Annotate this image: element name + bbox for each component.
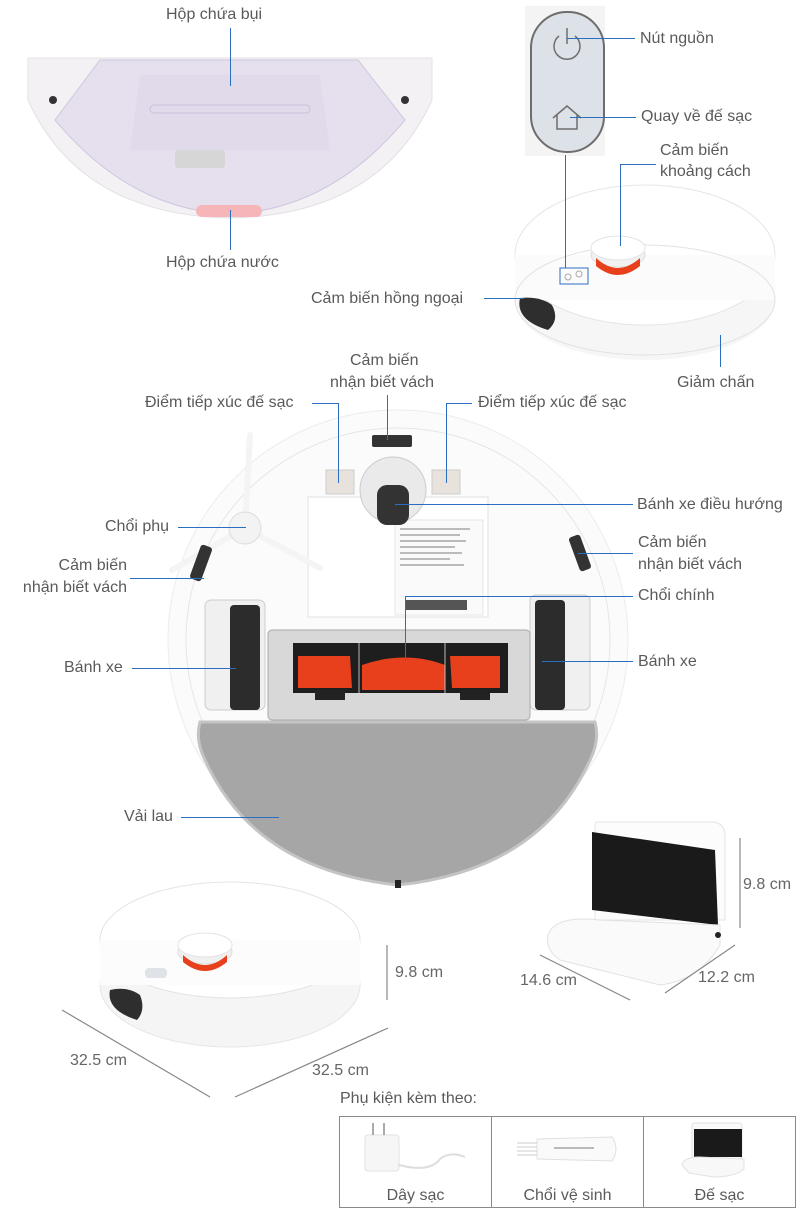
leader-panel-to-robot (565, 155, 566, 268)
dock-depth-dimension: 12.2 cm (698, 969, 755, 986)
label-contact-right: Điểm tiếp xúc đế sạc (478, 394, 627, 411)
leader-side-brush (178, 527, 246, 528)
robot-top-view-image (514, 184, 776, 360)
accessory-label: Dây sạc (386, 1187, 445, 1204)
accessory-label: Chổi vệ sinh (523, 1187, 612, 1204)
label-cliff-right-2: nhận biết vách (638, 556, 743, 573)
leader-contact-left-v (338, 403, 339, 483)
label-bumper: Giảm chấn (677, 374, 755, 391)
label-front-cliff-1: Cảm biến (350, 352, 419, 369)
dust-bin-image (27, 57, 433, 219)
label-wheel-right: Bánh xe (638, 653, 697, 670)
label-water-tank: Hộp chứa nước (166, 254, 279, 271)
leader-main-brush-h (405, 596, 633, 597)
leader-mop (181, 817, 279, 818)
label-power-button: Nút nguồn (640, 30, 714, 47)
accessories-table: Dây sạc Chổi vệ sinh Đế sạc (339, 1116, 796, 1208)
leader-caster-wheel (395, 504, 633, 505)
dock-width-dimension: 14.6 cm (520, 972, 577, 989)
label-infrared-sensor: Cảm biến hồng ngoại (311, 290, 464, 307)
robot-width-right-dimension: 32.5 cm (312, 1062, 369, 1079)
accessories-title: Phụ kiện kèm theo: (340, 1090, 477, 1107)
leader-infrared-sensor (484, 298, 524, 299)
leader-front-cliff (387, 395, 388, 440)
label-side-brush: Chổi phụ (105, 518, 170, 535)
cleaning-brush-icon (517, 1136, 617, 1162)
leader-home-button (570, 117, 636, 118)
robot-bottom-view-image (167, 409, 629, 888)
label-cliff-right-1: Cảm biến (638, 534, 707, 551)
label-mop: Vải lau (124, 808, 173, 825)
label-front-cliff-2: nhận biết vách (330, 374, 435, 391)
accessory-cleaning-brush: Chổi vệ sinh (492, 1117, 644, 1207)
leader-main-brush-v (405, 596, 406, 661)
leader-contact-left-h (312, 403, 338, 404)
power-icon (553, 28, 581, 60)
leader-power-button (567, 38, 635, 39)
label-main-brush: Chổi chính (638, 587, 715, 604)
leader-distance-sensor-h (620, 164, 656, 165)
robot-height-dimension: 9.8 cm (395, 964, 444, 981)
home-icon (552, 105, 582, 130)
label-cliff-left-1: Cảm biến (58, 557, 127, 574)
dock-height-dimension: 9.8 cm (743, 876, 792, 893)
accessory-label: Đế sạc (694, 1187, 745, 1204)
leader-bumper (720, 335, 721, 367)
label-distance-sensor-1: Cảm biến (660, 142, 729, 159)
label-home-button: Quay về đế sạc (641, 108, 753, 125)
label-dust-bin: Hộp chứa bụi (166, 6, 263, 23)
leader-cliff-right (578, 553, 633, 554)
accessory-charger: Dây sạc (340, 1117, 492, 1207)
leader-wheel-left (132, 668, 236, 669)
label-wheel-left: Bánh xe (64, 659, 123, 676)
leader-wheel-right (542, 661, 633, 662)
accessory-dock: Đế sạc (644, 1117, 795, 1207)
dock-dimension-image (539, 821, 741, 1001)
leader-cliff-left (130, 578, 204, 579)
leader-distance-sensor-v (620, 164, 621, 246)
label-caster-wheel: Bánh xe điều hướng (637, 496, 783, 513)
charger-icon (364, 1123, 466, 1172)
leader-dust-bin (230, 28, 231, 86)
robot-width-left-dimension: 32.5 cm (70, 1052, 127, 1069)
leader-contact-right-v (446, 403, 447, 483)
button-panel-image (525, 6, 605, 156)
charging-dock-icon (681, 1122, 745, 1178)
leader-water-tank (230, 210, 231, 250)
label-distance-sensor-2: khoảng cách (660, 163, 751, 180)
label-cliff-left-2: nhận biết vách (22, 579, 127, 596)
label-contact-left: Điểm tiếp xúc đế sạc (145, 394, 294, 411)
leader-contact-right-h (446, 403, 472, 404)
robot-dimension-image (61, 881, 389, 1098)
